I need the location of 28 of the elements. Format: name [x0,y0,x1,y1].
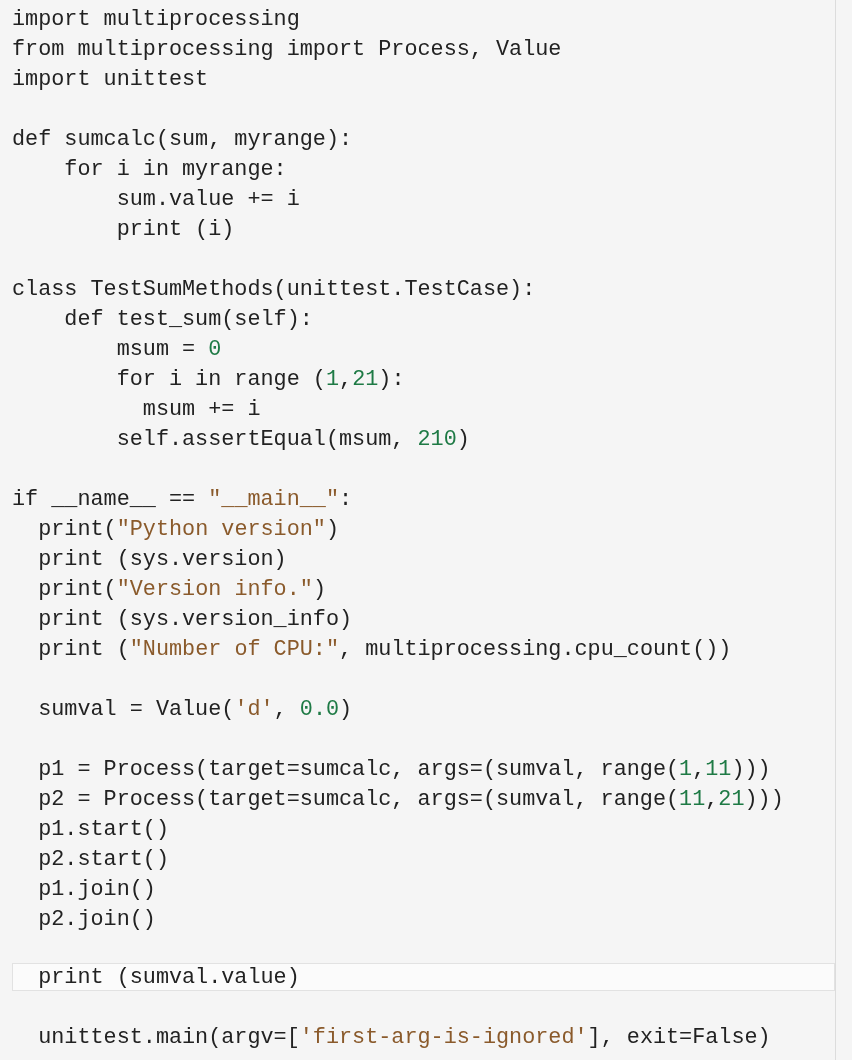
code-line: from multiprocessing import Process, Value [12,37,562,63]
code-line: class TestSumMethods(unittest.TestCase): [12,277,536,303]
code-line: msum += i [141,397,261,423]
code-line: print("Python version") [37,517,340,543]
code-line: import multiprocessing [12,7,300,33]
code-line: print("Version info.") [37,577,326,603]
code-line: msum = 0 [115,337,222,363]
code-line: sum.value += i [115,187,300,213]
code-line: sumval = Value('d', 0.0) [37,697,353,723]
code-line: import unittest [12,67,209,93]
code-line: if __name__ == "__main__": [12,487,353,513]
code-line: def sumcalc(sum, myrange): [12,127,353,153]
code-line: def test_sum(self): [63,307,313,333]
code-line: p1.join() [37,877,156,903]
code-line: for i in range (1,21): [115,367,405,393]
code-line: print (sumval.value) [37,965,300,991]
code-line: print (i) [115,217,235,243]
code-line: unittest.main(argv=['first-arg-is-ignored'], exit=False) [37,1025,771,1051]
code-line: p2.start() [37,847,169,873]
code-line: p1 = Process(target=sumcalc, args=(sumval, range(1,11))) [37,757,771,783]
code-line: self.assertEqual(msum, 210) [115,427,470,453]
code-line: print (sys.version) [37,547,287,573]
code-line: p1.start() [37,817,169,843]
code-line: for i in myrange: [63,157,287,183]
code-line: p2.join() [37,907,156,933]
code-line: print (sys.version_info) [37,607,353,633]
code-line: p2 = Process(target=sumcalc, args=(sumval, range(11,21))) [37,787,784,813]
code-line: print ("Number of CPU:", multiprocessing.cpu_count()) [37,637,732,663]
